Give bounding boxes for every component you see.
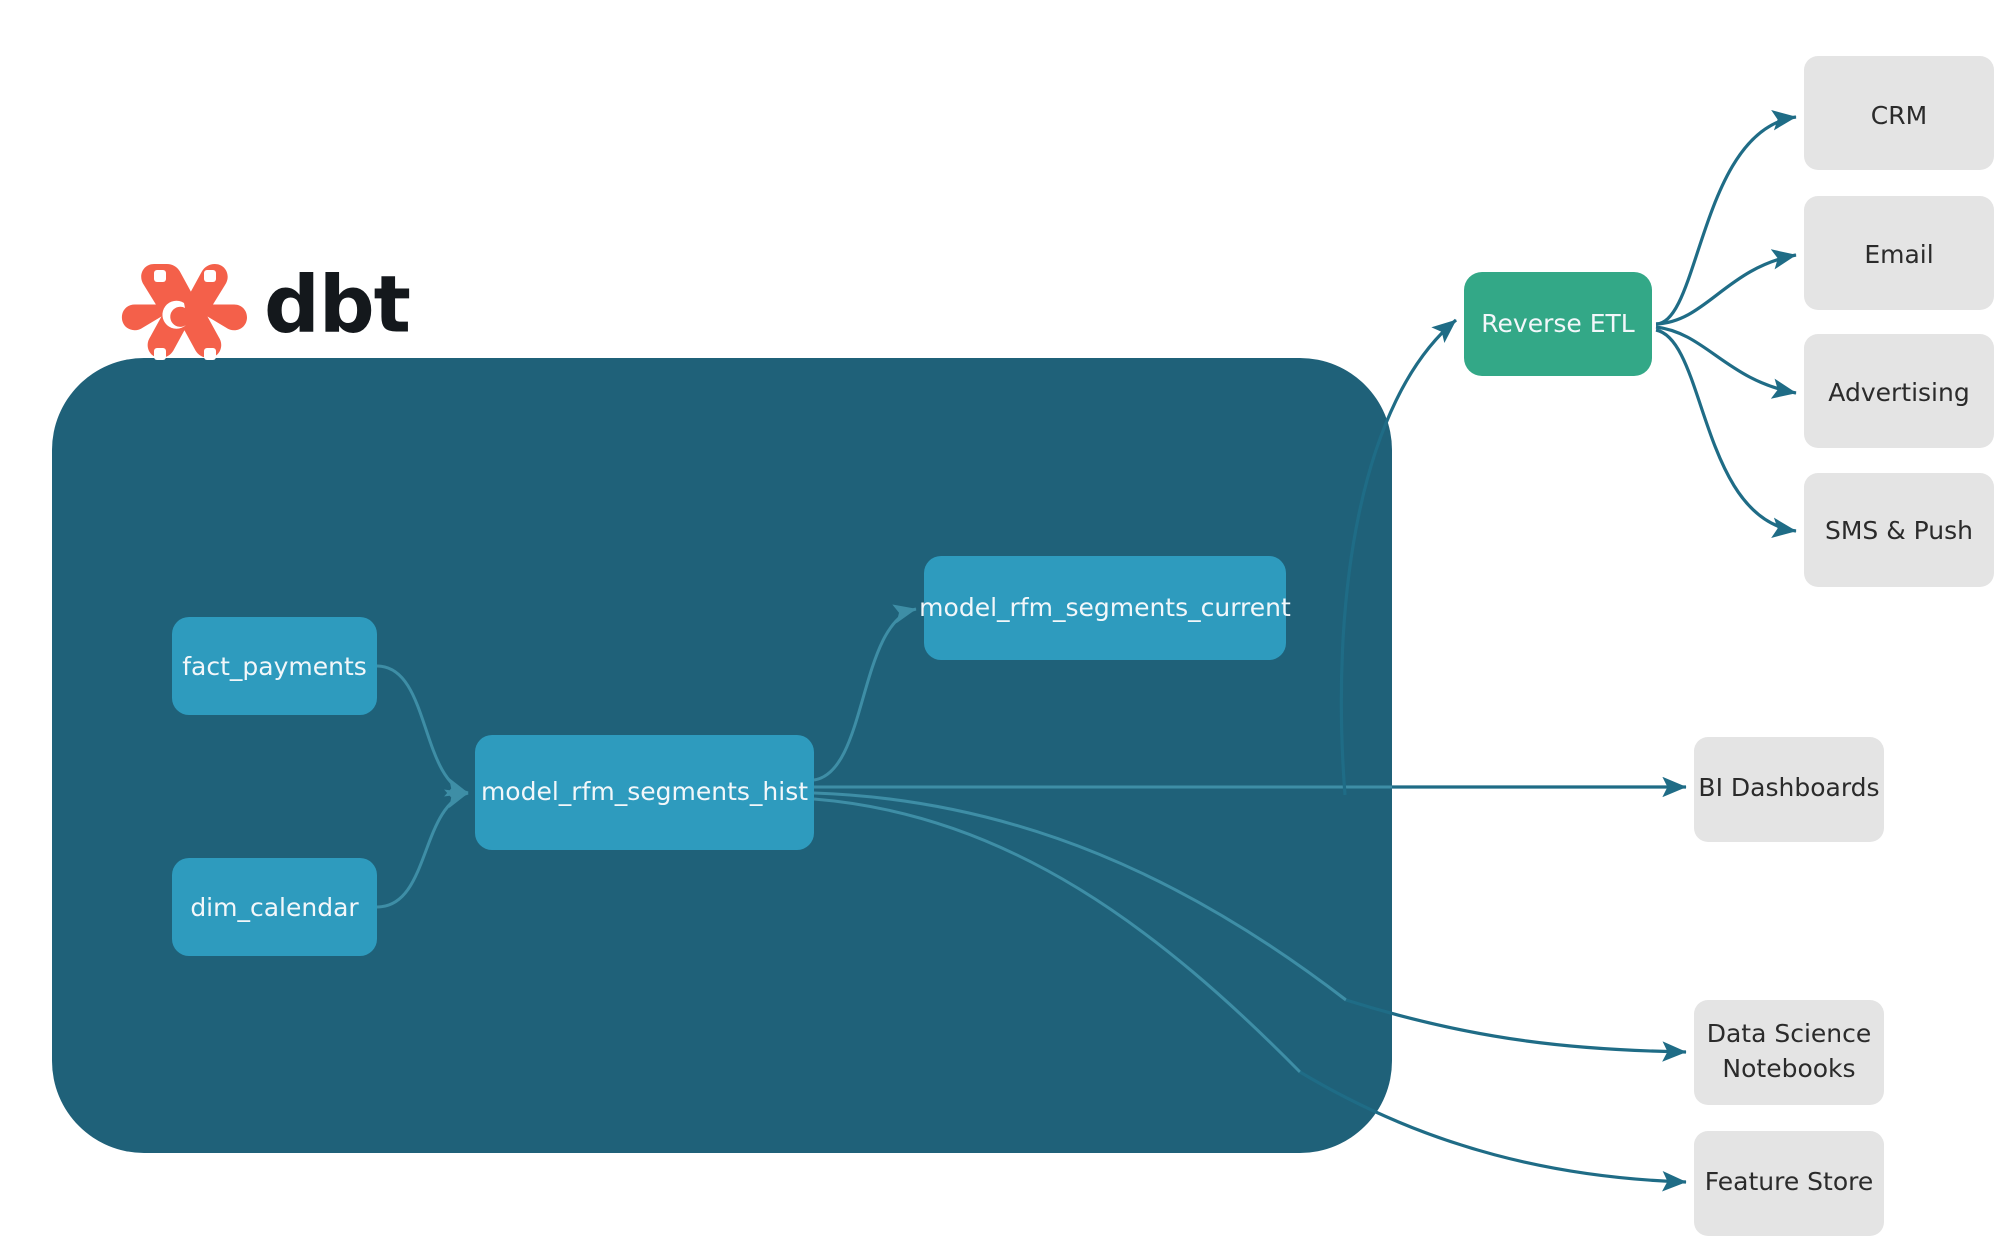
destination-node-crm[interactable]: CRM xyxy=(1804,56,1994,170)
destination-label: SMS & Push xyxy=(1825,516,1973,545)
analytics-destinations: BI Dashboards Data Science Notebooks Fea… xyxy=(1694,737,1884,1236)
destination-node-feature-store[interactable]: Feature Store xyxy=(1694,1131,1884,1236)
model-node-label: dim_calendar xyxy=(190,893,359,922)
destination-label: CRM xyxy=(1871,101,1927,130)
dbt-logo: dbt xyxy=(121,260,411,360)
edge-hist-fanout-notebooks xyxy=(813,791,1347,1002)
destination-node-email[interactable]: Email xyxy=(1804,196,1994,310)
edge-hist-fanout-feature xyxy=(813,797,1302,1074)
reverse-etl-node[interactable]: Reverse ETL xyxy=(1464,272,1652,376)
destination-node-sms-push[interactable]: SMS & Push xyxy=(1804,473,1994,587)
destination-label-line2: Notebooks xyxy=(1722,1054,1855,1083)
model-node-fact-payments[interactable]: fact_payments xyxy=(172,617,377,715)
edge-hist-to-current xyxy=(813,604,917,782)
destination-node-advertising[interactable]: Advertising xyxy=(1804,334,1994,448)
destination-label: Advertising xyxy=(1828,378,1969,407)
destination-label: Email xyxy=(1864,240,1933,269)
model-node-model-rfm-segments-current[interactable]: model_rfm_segments_current xyxy=(919,556,1291,660)
edge-hist-to-feature-store xyxy=(1299,1070,1687,1192)
edge-reverse-etl-to-advertising xyxy=(1655,325,1797,399)
model-node-dim-calendar[interactable]: dim_calendar xyxy=(172,858,377,956)
destination-label: Feature Store xyxy=(1705,1167,1874,1196)
destination-label: BI Dashboards xyxy=(1698,773,1879,802)
activation-destinations: CRM Email Advertising SMS & Push xyxy=(1804,56,1994,587)
reverse-etl-label: Reverse ETL xyxy=(1481,309,1635,338)
destination-node-bi-dashboards[interactable]: BI Dashboards xyxy=(1694,737,1884,842)
edge-reverse-etl-to-sms-push xyxy=(1655,328,1797,538)
edge-reverse-etl-to-crm xyxy=(1655,110,1797,326)
destination-label-line1: Data Science xyxy=(1707,1019,1872,1048)
edge-dim-calendar-to-hist xyxy=(376,789,469,909)
edge-reverse-etl-to-email xyxy=(1655,249,1797,326)
model-nodes: fact_payments dim_calendar model_rfm_seg… xyxy=(172,556,1291,956)
model-node-label: fact_payments xyxy=(182,652,367,681)
external-edges xyxy=(1299,110,1797,1192)
dbt-wordmark: dbt xyxy=(264,260,410,350)
edge-current-to-reverse-etl xyxy=(1339,318,1458,796)
edge-hist-to-data-science-notebooks xyxy=(1345,998,1687,1062)
internal-edges xyxy=(376,604,1392,1074)
model-node-label: model_rfm_segments_hist xyxy=(481,777,808,806)
destination-node-data-science-notebooks[interactable]: Data Science Notebooks xyxy=(1694,1000,1884,1105)
edge-fact-payments-to-hist xyxy=(376,664,469,797)
model-node-label: model_rfm_segments_current xyxy=(919,593,1291,622)
dbt-logo-icon xyxy=(121,264,247,360)
model-node-model-rfm-segments-hist[interactable]: model_rfm_segments_hist xyxy=(475,735,814,850)
